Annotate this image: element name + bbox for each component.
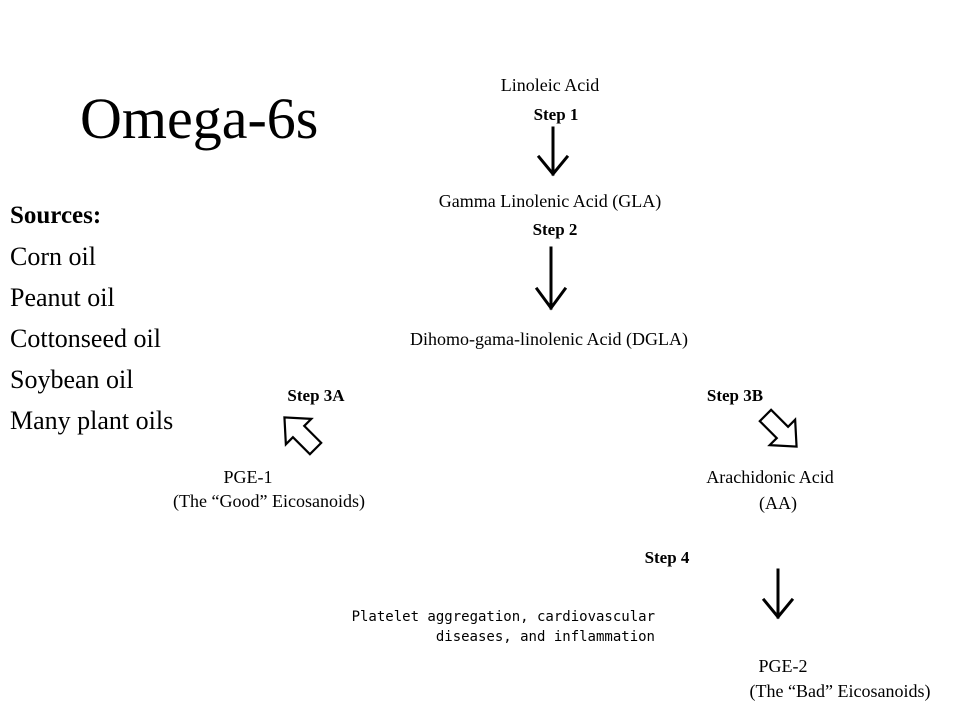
down-right-arrow-icon (758, 408, 798, 448)
node-dgla: Dihomo-gama-linolenic Acid (DGLA) (410, 329, 688, 349)
list-item: Peanut oil (10, 283, 115, 312)
step-3a-label: Step 3A (287, 386, 345, 405)
node-pge1: PGE-1 (223, 467, 273, 487)
node-pge1-description: (The “Good” Eicosanoids) (173, 491, 365, 511)
step-1-label: Step 1 (533, 105, 579, 124)
down-arrow-icon (536, 126, 570, 177)
page-title: Omega-6s (80, 86, 319, 151)
down-left-arrow-icon (283, 416, 323, 456)
down-arrow-icon (761, 568, 795, 620)
list-item: Corn oil (10, 242, 96, 271)
sources-list: Corn oil Peanut oil Cottonseed oil Soybe… (10, 236, 173, 441)
effects-note-line-2: diseases, and inflammation (435, 629, 655, 645)
step-2-label: Step 2 (532, 220, 578, 239)
effects-note-line-1: Platelet aggregation, cardiovascular (351, 609, 655, 625)
step-3b-label: Step 3B (706, 386, 764, 405)
node-pge2: PGE-2 (758, 656, 808, 676)
sources-panel: Sources: Corn oil Peanut oil Cottonseed … (10, 196, 173, 441)
sources-heading: Sources: (10, 202, 102, 229)
down-arrow-icon (534, 246, 568, 311)
node-pge2-description: (The “Bad” Eicosanoids) (749, 681, 931, 701)
node-linoleic-acid: Linoleic Acid (500, 75, 600, 95)
list-item: Cottonseed oil (10, 324, 161, 353)
step-4-label: Step 4 (644, 548, 690, 567)
effects-note: Platelet aggregation, cardiovascular dis… (352, 607, 655, 647)
node-arachidonic-acid: Arachidonic Acid (706, 467, 834, 487)
list-item: Many plant oils (10, 406, 174, 435)
node-gla: Gamma Linolenic Acid (GLA) (438, 191, 662, 211)
node-aa-abbreviation: (AA) (759, 493, 797, 513)
list-item: Soybean oil (10, 365, 134, 394)
